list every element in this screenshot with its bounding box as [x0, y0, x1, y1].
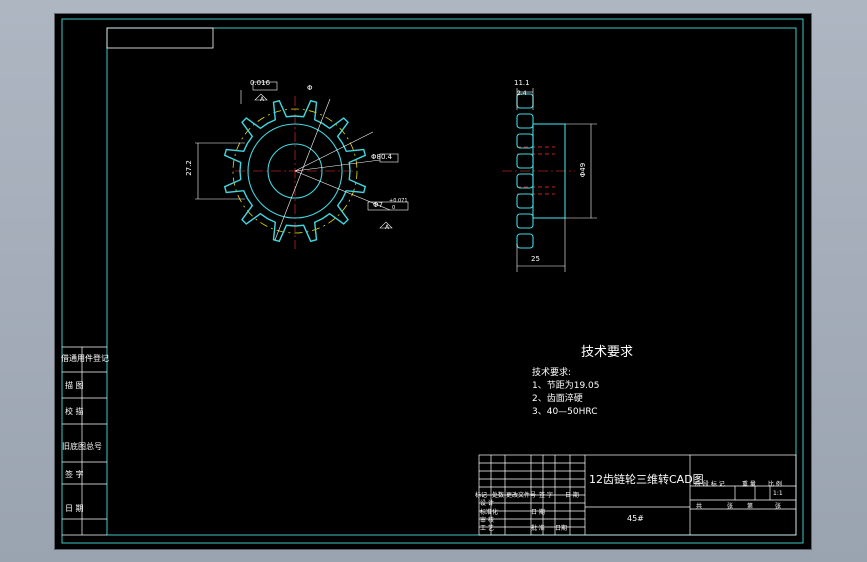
datum-ref-bottom: A	[385, 224, 390, 231]
tb-sheet-unit2: 张	[775, 503, 782, 510]
sprocket-front-view	[195, 81, 409, 249]
side-tooth	[516, 113, 534, 129]
side-tooth	[516, 233, 534, 249]
strip-label-check: 校 描	[65, 407, 84, 416]
cad-canvas	[61, 18, 804, 544]
tooth-profile	[223, 99, 367, 243]
tb-sheet-no: 第	[747, 503, 754, 510]
hub-circle	[247, 123, 343, 219]
tb-sign-date: 日 期	[531, 509, 545, 516]
bore-circle	[267, 143, 323, 199]
side-tooth	[516, 193, 534, 209]
dim-tol-bottom: 0	[392, 205, 396, 211]
side-tooth	[516, 133, 534, 149]
tb-person-design: 设 计	[480, 500, 494, 507]
dim-top-width: 11.1	[514, 79, 530, 87]
strip-label-date: 日 期	[65, 504, 84, 513]
dimension-leaders	[195, 81, 409, 241]
tb-sheet-unit: 张	[727, 503, 734, 510]
tech-req-item: 3、40—50HRC	[532, 407, 598, 417]
tb-weight: 重 量	[742, 481, 756, 488]
left-strip	[62, 346, 107, 536]
scale: 1:1	[773, 490, 783, 497]
tb-label-date: 日 期	[565, 492, 579, 499]
inner-border	[106, 27, 797, 536]
title-block-lines	[478, 454, 797, 536]
side-tooth	[516, 153, 534, 169]
dim-d1: Φ7	[373, 201, 383, 209]
tb-scale-label: 比 例	[768, 481, 782, 488]
tb-person-process: 工 艺	[480, 525, 494, 532]
drawing-sheet: 借通用件登记 描 图 校 描 旧底图总号 签 字 日 期 0.016 Φ 27.…	[55, 14, 811, 549]
dim-d2: Φ80.4	[371, 153, 393, 161]
dim-bottom-width: 25	[531, 255, 540, 263]
tb-label-mark: 标记	[475, 492, 488, 499]
outer-frame	[61, 18, 804, 544]
tb-total: 共	[696, 503, 703, 510]
dim-runout: 0.016	[250, 79, 271, 87]
pitch-circle	[232, 108, 358, 234]
tb-person-review: 审 核	[480, 517, 494, 524]
tb-sign-date2: 日期	[555, 525, 568, 532]
tb-label-count: 处数	[492, 492, 505, 499]
tb-sign-approve: 批 准	[531, 525, 545, 532]
tech-req-subheading: 技术要求:	[532, 368, 572, 378]
tech-req-item: 1、节距为19.05	[532, 381, 600, 391]
dim-phi: Φ	[307, 84, 313, 92]
dim-27: 27.2	[184, 160, 193, 176]
code-box	[106, 27, 214, 49]
tb-label-change-doc: 更改文件号	[506, 492, 537, 499]
drawing-title: 12齿链轮三维转CAD图	[589, 473, 704, 486]
dim-tol-top: +0.071	[389, 198, 408, 204]
tech-req-item: 2、齿面淬硬	[532, 394, 583, 404]
sprocket-side-view	[502, 88, 597, 272]
strip-label-sign: 签 字	[65, 470, 84, 479]
tb-label-sign: 签 字	[539, 492, 553, 499]
tech-req-heading: 技术要求	[581, 345, 634, 360]
tb-stage-mark: 阶 段 标 记	[695, 481, 725, 488]
tb-person-standard: 标准化	[480, 509, 499, 516]
strip-label-old-number: 旧底图总号	[62, 442, 102, 451]
material: 45#	[627, 514, 644, 523]
dim-diameter: Φ49	[579, 162, 588, 178]
side-tooth	[516, 173, 534, 189]
dim-top-sub: 2.4	[517, 90, 527, 97]
strip-label-register: 借通用件登记	[61, 354, 109, 363]
datum-ref-top: A	[260, 96, 265, 103]
side-tooth	[516, 213, 534, 229]
strip-label-trace: 描 图	[65, 381, 84, 390]
